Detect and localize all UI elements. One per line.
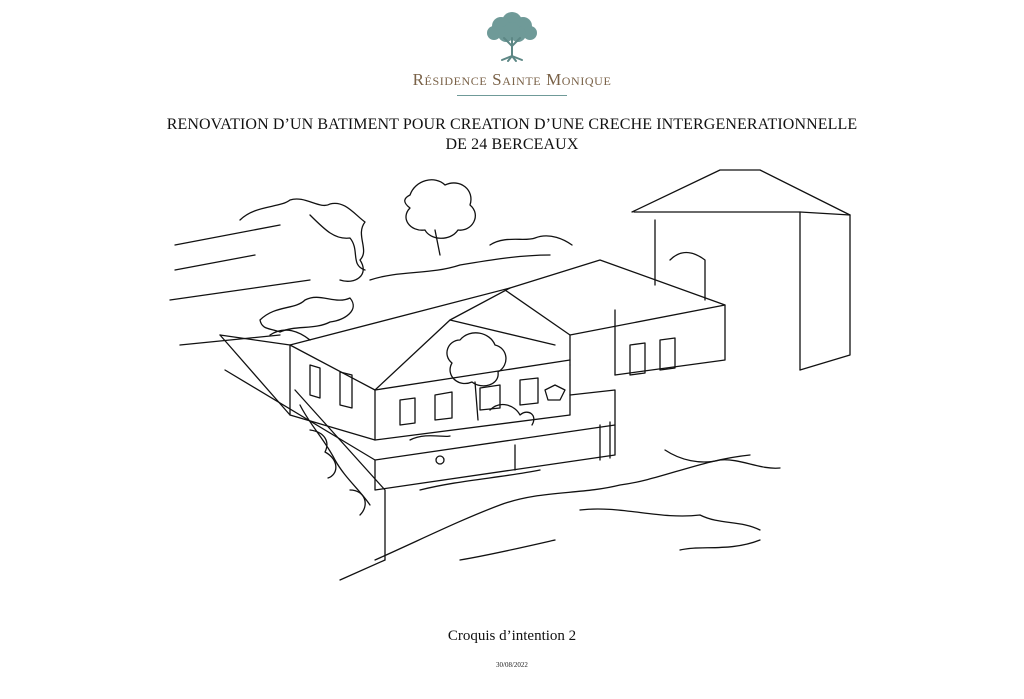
brand-logo: Résidence Sainte Monique <box>0 8 1024 96</box>
brand-name: Résidence Sainte Monique <box>412 70 612 89</box>
ground-sketch <box>339 449 781 581</box>
building-sketch-illustration <box>169 169 851 581</box>
brand-divider <box>457 95 567 96</box>
title-line-1: RENOVATION D’UN BATIMENT POUR CREATION D… <box>166 116 858 133</box>
document-date: 30/08/2022 <box>496 661 528 669</box>
document-title: RENOVATION D’UN BATIMENT POUR CREATION D… <box>0 115 1024 155</box>
main-building <box>289 259 726 441</box>
terrace <box>219 334 616 561</box>
title-line-2: DE 24 BERCEAUX <box>445 136 579 153</box>
background-house <box>631 169 851 371</box>
trees-sketch <box>169 179 573 346</box>
sketch-caption: Croquis d’intention 2 <box>447 628 577 644</box>
tree-icon <box>487 12 537 62</box>
